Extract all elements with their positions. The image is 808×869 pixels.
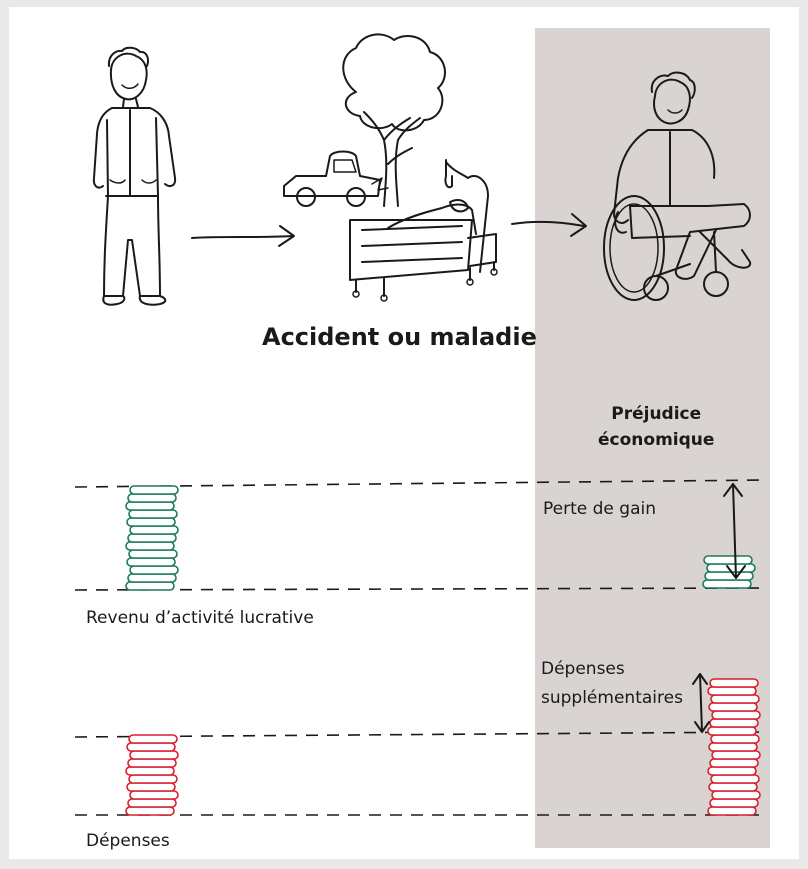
expense-coin — [707, 686, 757, 696]
economic-prejudice-heading-line1: Préjudice — [611, 404, 702, 424]
income-coin — [128, 549, 178, 559]
expense-coin — [129, 750, 179, 760]
income-coin — [127, 533, 177, 543]
expenses-coin-stack-before — [125, 734, 179, 816]
expense-coin — [126, 782, 176, 792]
expense-coin — [707, 806, 757, 816]
expense-coin — [128, 734, 178, 744]
economic-prejudice-heading: Préjudice économique — [598, 401, 714, 453]
expense-coin — [129, 790, 179, 800]
expense-coin — [711, 750, 761, 760]
loss-of-earnings-label: Perte de gain — [543, 499, 656, 519]
expense-coin — [710, 734, 760, 744]
income-coin-stack-after — [702, 555, 756, 589]
expense-coin — [709, 678, 759, 688]
standing-person-icon — [92, 46, 177, 306]
expense-coin — [708, 782, 758, 792]
expense-coin — [126, 742, 176, 752]
expenses-coin-stack-after — [707, 678, 761, 816]
dashed-line-expenses-top — [74, 731, 769, 738]
income-coin — [125, 501, 175, 511]
expenses-label: Dépenses — [86, 831, 170, 851]
income-coin — [129, 525, 179, 535]
income-coin — [126, 517, 176, 527]
expense-coin — [708, 742, 758, 752]
extra-expenses-label: Dépenses supplémentaires — [541, 655, 683, 713]
tree-truck-hospital-bed-icon — [283, 33, 498, 302]
income-coin — [127, 573, 177, 583]
economic-prejudice-heading-line2: économique — [598, 430, 715, 450]
income-coin — [704, 571, 754, 581]
dashed-line-income-bottom — [74, 587, 769, 591]
event-label: Accident ou maladie — [262, 323, 537, 351]
dashed-line-income-top — [74, 479, 769, 488]
extra-expenses-arrow — [692, 673, 710, 733]
income-label: Revenu d’activité lucrative — [86, 608, 314, 628]
expense-coin — [709, 758, 759, 768]
loss-of-earnings-arrow — [723, 483, 746, 579]
arrow-right-icon — [191, 225, 295, 247]
expense-coin — [708, 702, 758, 712]
expense-coin — [711, 710, 761, 720]
income-coin — [129, 565, 179, 575]
expense-coin — [125, 806, 175, 816]
expense-coin — [710, 774, 760, 784]
income-coin — [126, 557, 176, 567]
arrow-right-icon — [511, 213, 587, 237]
expense-coin — [710, 694, 760, 704]
extra-expenses-label-line2: supplémentaires — [541, 688, 683, 708]
expense-coin — [125, 766, 175, 776]
expense-coin — [711, 790, 761, 800]
expense-coin — [707, 726, 757, 736]
expense-coin — [127, 798, 177, 808]
income-coin — [127, 493, 177, 503]
income-coin — [703, 555, 753, 565]
expense-coin — [709, 798, 759, 808]
expense-coin — [128, 774, 178, 784]
expense-coin — [709, 718, 759, 728]
income-coin — [125, 541, 175, 551]
income-coin — [128, 509, 178, 519]
expense-coin — [707, 766, 757, 776]
income-coin — [702, 579, 752, 589]
expense-coin — [127, 758, 177, 768]
income-coin — [129, 485, 179, 495]
wheelchair-person-icon — [603, 71, 752, 301]
extra-expenses-label-line1: Dépenses — [541, 659, 625, 679]
income-coin-stack-before — [125, 485, 179, 591]
income-coin — [125, 581, 175, 591]
